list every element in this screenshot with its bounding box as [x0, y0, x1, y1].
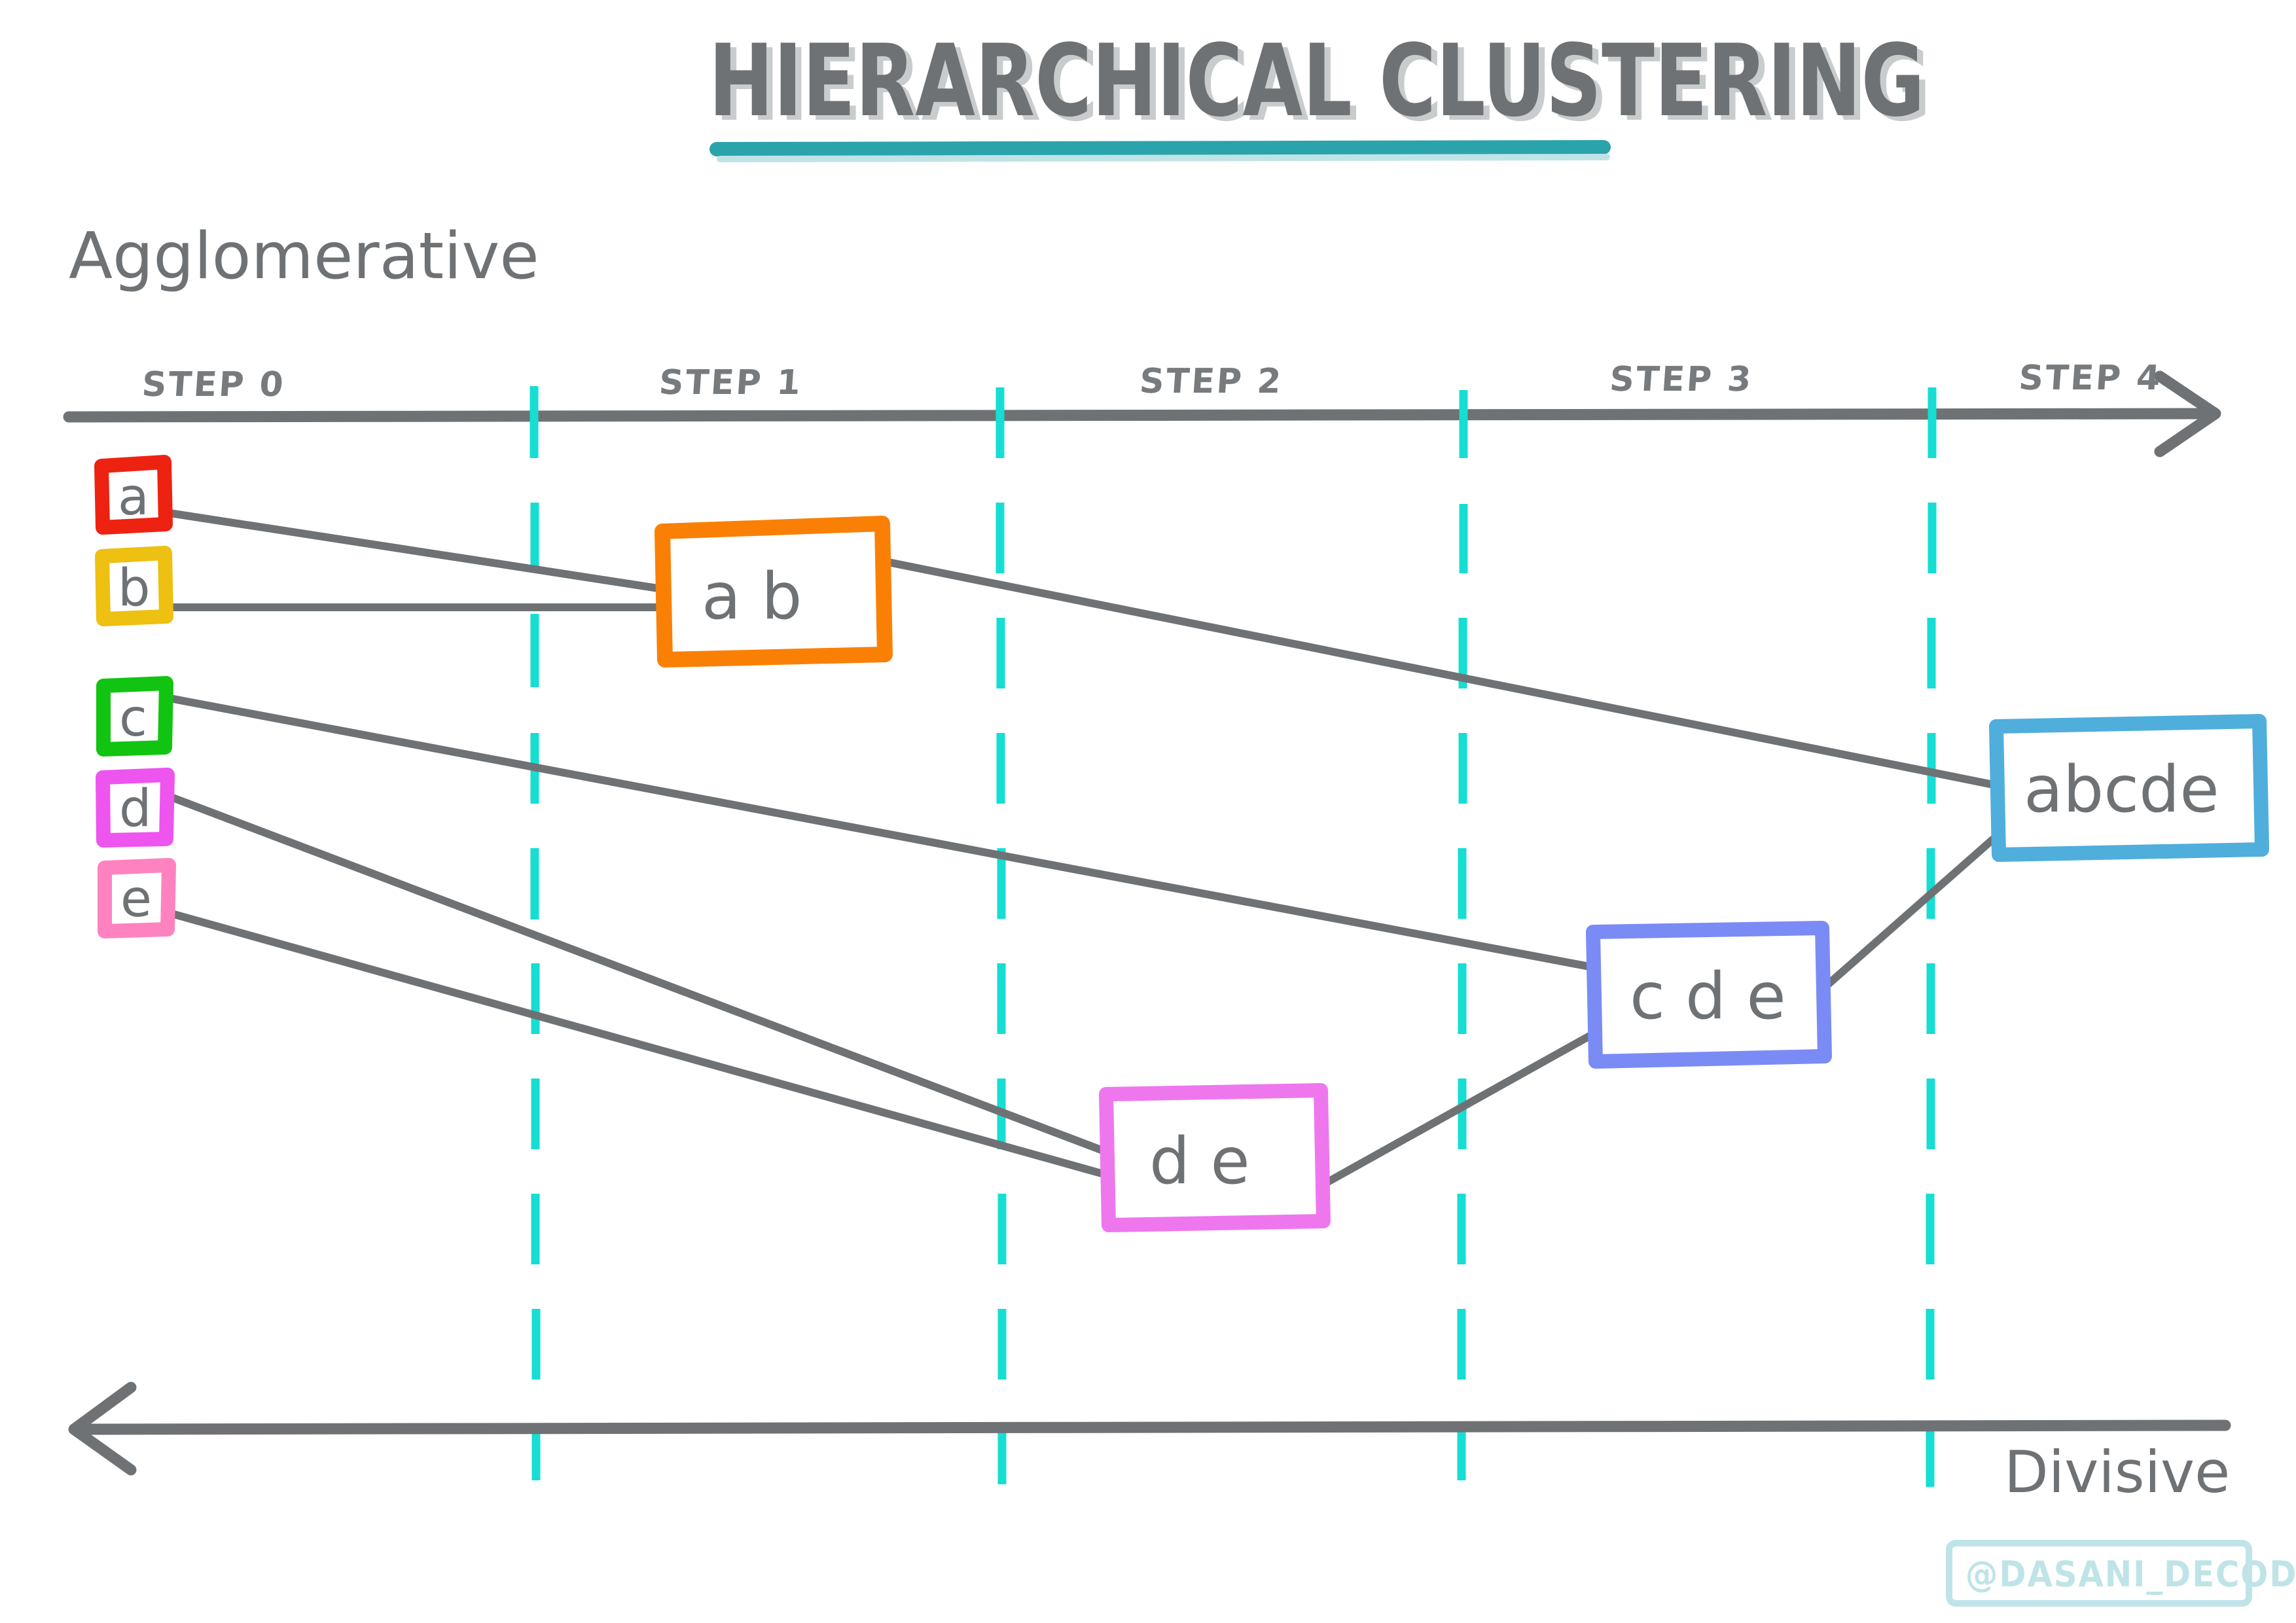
link-ab-to-abcde: [881, 558, 2000, 789]
node-a[interactable]: a: [94, 455, 173, 535]
step-label-3: STEP 3: [1608, 360, 1754, 399]
node-c-label: c: [119, 689, 147, 748]
link-c-to-cde: [162, 694, 1597, 971]
watermark-text: @DASANI_DECODED: [1965, 1554, 2296, 1595]
page-title-text: HIERARCHICAL CLUSTERING: [709, 23, 1925, 139]
node-abcde-box[interactable]: [1989, 714, 2269, 862]
agglomerative-label: Agglomerative: [69, 219, 539, 294]
node-de-box[interactable]: [1099, 1083, 1331, 1232]
link-de-to-cde: [1317, 1030, 1597, 1190]
page-title: HIERARCHICAL CLUSTERING HIERARCHICAL CLU…: [709, 23, 1931, 162]
divisive-label: Divisive: [2004, 1438, 2230, 1506]
node-de[interactable]: d e: [1099, 1083, 1331, 1232]
step-divider-4: [1926, 387, 1937, 1487]
node-ab-box[interactable]: [655, 516, 893, 668]
node-a-label: a: [118, 468, 149, 527]
node-d[interactable]: d: [96, 768, 175, 847]
step-divider-1: [529, 386, 541, 1480]
node-e-label: e: [120, 870, 152, 929]
node-c-box[interactable]: [96, 676, 173, 757]
node-a-box[interactable]: [94, 455, 173, 535]
top-axis-arrowhead-icon: [2154, 370, 2221, 457]
cluster-links: [162, 508, 2000, 1190]
node-b[interactable]: b: [95, 546, 173, 626]
node-b-box[interactable]: [95, 546, 173, 626]
step-labels: STEP 0 STEP 1 STEP 2 STEP 3 STEP 4: [141, 359, 2164, 404]
node-d-box[interactable]: [96, 768, 175, 847]
node-cde-box[interactable]: [1586, 921, 1832, 1069]
node-cde-label: c d e: [1630, 959, 1786, 1034]
node-ab[interactable]: a b: [655, 516, 893, 668]
watermark-border: [1946, 1540, 2252, 1607]
top-axis: [63, 370, 2221, 457]
step-label-1: STEP 1: [658, 363, 804, 402]
node-ab-label: a b: [702, 560, 802, 634]
bottom-axis: [68, 1382, 2231, 1476]
node-b-label: b: [118, 559, 151, 618]
link-e-to-de: [163, 908, 1110, 1179]
page-title-underline: [709, 140, 1611, 156]
top-axis-line: [63, 408, 2218, 423]
node-abcde-label: abcde: [2024, 753, 2219, 827]
step-label-2: STEP 2: [1138, 362, 1284, 401]
node-d-label: d: [119, 779, 152, 838]
bottom-axis-arrowhead-icon: [68, 1382, 137, 1476]
step-dividers: [529, 386, 1937, 1487]
node-e-box[interactable]: [98, 858, 176, 938]
bottom-axis-line: [71, 1419, 2231, 1435]
step-divider-2: [996, 387, 1007, 1484]
watermark: @DASANI_DECODED: [1946, 1540, 2296, 1607]
step-label-4: STEP 4: [2017, 359, 2163, 398]
node-e[interactable]: e: [98, 858, 176, 938]
page-title-underline-shadow: [717, 154, 1610, 162]
link-a-to-ab: [162, 508, 666, 593]
node-c[interactable]: c: [96, 676, 173, 757]
node-de-label: d e: [1149, 1124, 1250, 1199]
node-abcde[interactable]: abcde: [1989, 714, 2269, 862]
step-label-0: STEP 0: [141, 365, 287, 404]
link-d-to-de: [164, 792, 1110, 1156]
step-divider-3: [1457, 390, 1468, 1480]
page-title-shadow: HIERARCHICAL CLUSTERING: [715, 27, 1931, 143]
node-cde[interactable]: c d e: [1586, 921, 1832, 1069]
link-cde-to-abcde: [1818, 832, 2000, 993]
